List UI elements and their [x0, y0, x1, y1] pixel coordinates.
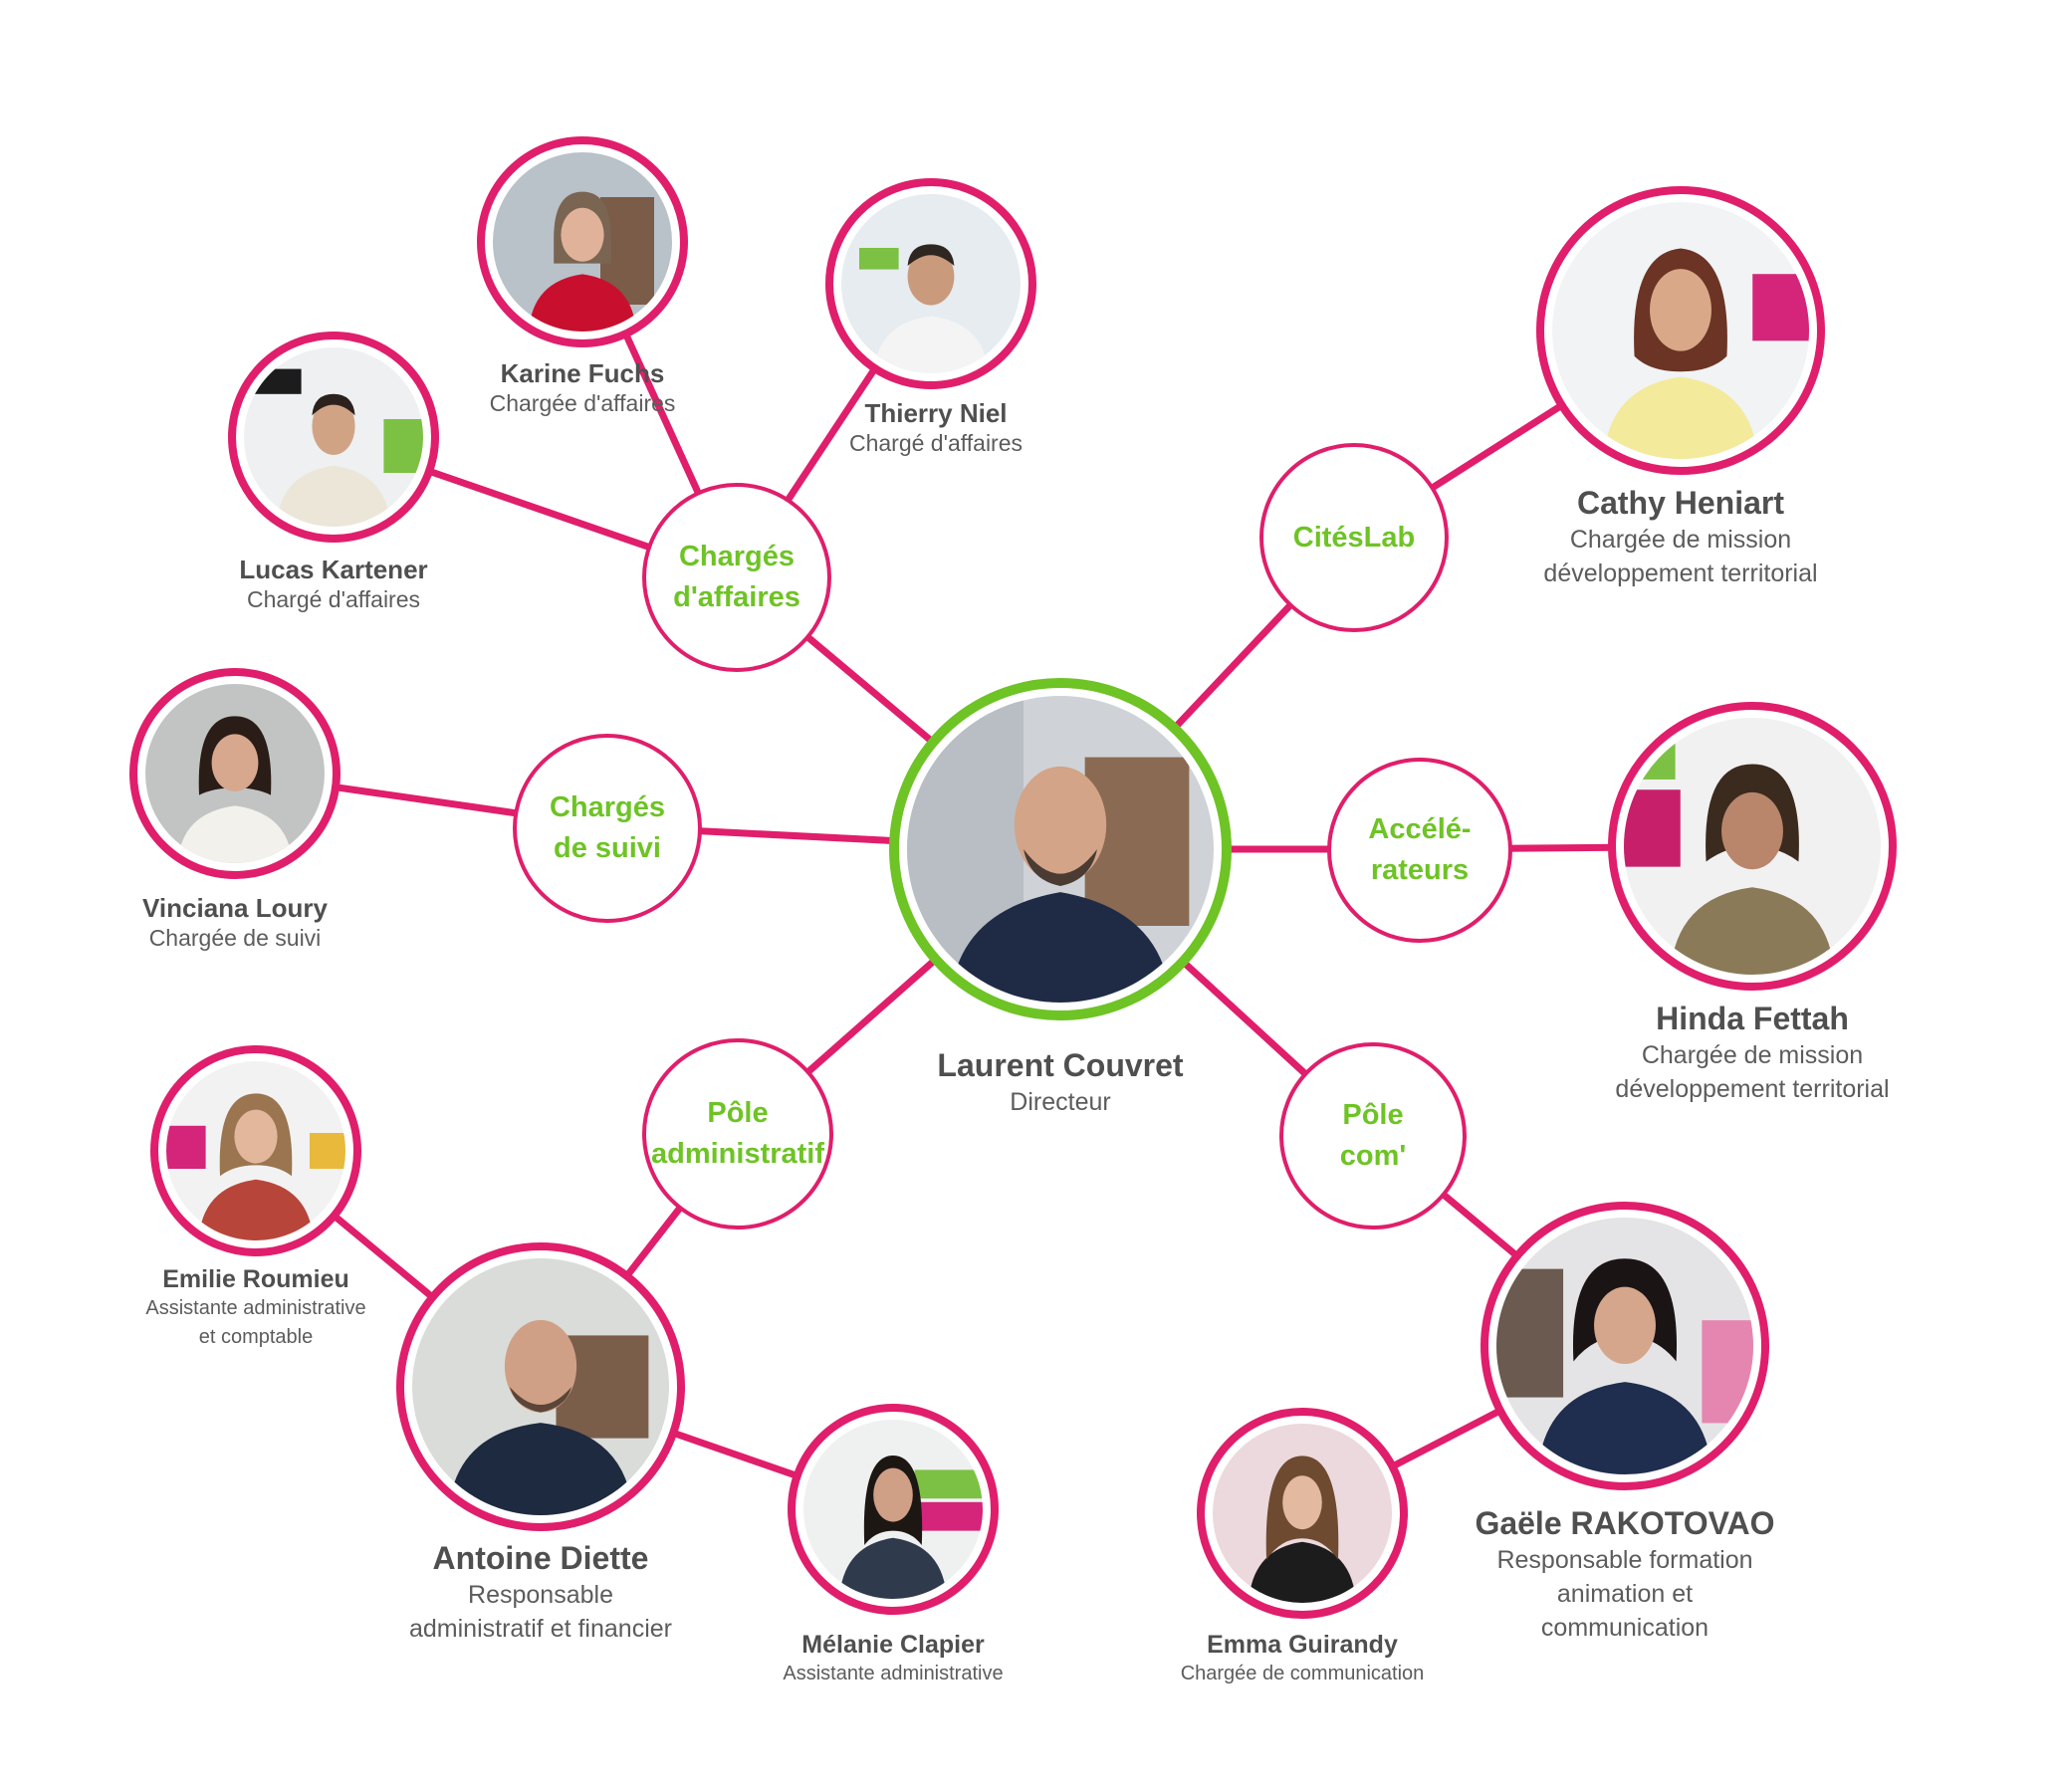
avatar-lucas-kartener — [228, 332, 439, 543]
hub-charges-affaires-label: Chargés d'affaires — [673, 541, 800, 613]
person-role: Chargé d'affaires — [848, 430, 1024, 456]
person-name: Hinda Fettah — [1656, 1001, 1849, 1036]
person-role: Chargé d'affaires — [246, 586, 421, 612]
avatar-vinciana-loury — [129, 668, 341, 879]
caption-melanie-clapier: Mélanie Clapier Assistante administrativ… — [744, 1630, 1042, 1688]
person-role: Chargée de communication — [1180, 1663, 1425, 1684]
person-name: Cathy Heniart — [1576, 485, 1785, 521]
person-role: Assistante administrative — [783, 1663, 1004, 1684]
hub-pole-com-label: Pôle com' — [1339, 1099, 1407, 1172]
hub-citeslab: CitésLab — [1259, 443, 1449, 632]
person-role: Assistante administrative et comptable — [145, 1297, 366, 1348]
caption-laurent-couvret: Laurent Couvret Directeur — [861, 1045, 1259, 1119]
hub-citeslab-label: CitésLab — [1292, 521, 1416, 554]
avatar-karine-fuchs — [477, 136, 688, 347]
person-role: Chargée d'affaires — [489, 390, 676, 416]
person-role: Chargée de suivi — [148, 925, 322, 951]
person-name: Lucas Kartener — [239, 555, 428, 584]
person-name: Antoine Diette — [432, 1540, 649, 1576]
hub-pole-com: Pôle com' — [1279, 1042, 1467, 1230]
person-name: Emma Guirandy — [1207, 1631, 1398, 1659]
person-name: Mélanie Clapier — [801, 1631, 985, 1659]
hub-charges-affaires: Chargés d'affaires — [642, 483, 831, 672]
hub-charges-suivi-label: Chargés de suivi — [549, 791, 666, 864]
avatar-thierry-niel — [825, 178, 1036, 389]
person-role: Responsable formation animation et commu… — [1496, 1546, 1753, 1642]
hub-pole-administratif: Pôle administratif — [642, 1038, 833, 1230]
person-role: Directeur — [1010, 1088, 1111, 1116]
avatar-laurent-couvret — [889, 678, 1232, 1020]
caption-hinda-fettah: Hinda Fettah Chargée de mission développ… — [1573, 999, 1932, 1106]
person-name: Laurent Couvret — [937, 1047, 1184, 1083]
avatar-hinda-fettah — [1608, 702, 1897, 991]
person-role: Responsable administratif et financier — [408, 1581, 672, 1643]
hub-charges-suivi: Chargés de suivi — [513, 734, 702, 923]
person-name: Gaële RAKOTOVAO — [1475, 1505, 1775, 1541]
avatar-gaele-rakotovao — [1481, 1202, 1769, 1490]
person-name: Emilie Roumieu — [162, 1265, 349, 1293]
caption-karine-fuchs: Karine Fuchs Chargée d'affaires — [428, 358, 737, 418]
caption-thierry-niel: Thierry Niel Chargé d'affaires — [782, 398, 1090, 458]
avatar-emma-guirandy — [1197, 1408, 1408, 1619]
caption-emma-guirandy: Emma Guirandy Chargée de communication — [1153, 1630, 1452, 1688]
hub-accelerateurs-label: Accélé- rateurs — [1368, 813, 1472, 886]
person-name: Vinciana Loury — [142, 893, 328, 923]
person-role: Chargée de mission développement territo… — [1615, 1041, 1890, 1103]
avatar-emilie-roumieu — [150, 1045, 361, 1256]
avatar-antoine-diette — [396, 1242, 685, 1531]
person-name: Thierry Niel — [864, 398, 1008, 428]
hub-pole-administratif-label: Pôle administratif — [650, 1097, 825, 1170]
caption-lucas-kartener: Lucas Kartener Chargé d'affaires — [179, 555, 488, 614]
person-role: Chargée de mission développement territo… — [1543, 526, 1818, 587]
avatar-melanie-clapier — [788, 1404, 999, 1615]
caption-antoine-diette: Antoine Diette Responsable administratif… — [361, 1538, 720, 1646]
caption-emilie-roumieu: Emilie Roumieu Assistante administrative… — [107, 1264, 405, 1352]
avatar-cathy-heniart — [1536, 186, 1825, 475]
person-name: Karine Fuchs — [500, 358, 665, 388]
caption-cathy-heniart: Cathy Heniart Chargée de mission dévelop… — [1501, 483, 1860, 590]
caption-vinciana-loury: Vinciana Loury Chargée de suivi — [81, 893, 389, 953]
caption-gaele-rakotovao: Gaële RAKOTOVAO Responsable formation an… — [1446, 1503, 1804, 1645]
hub-accelerateurs: Accélé- rateurs — [1327, 758, 1512, 943]
